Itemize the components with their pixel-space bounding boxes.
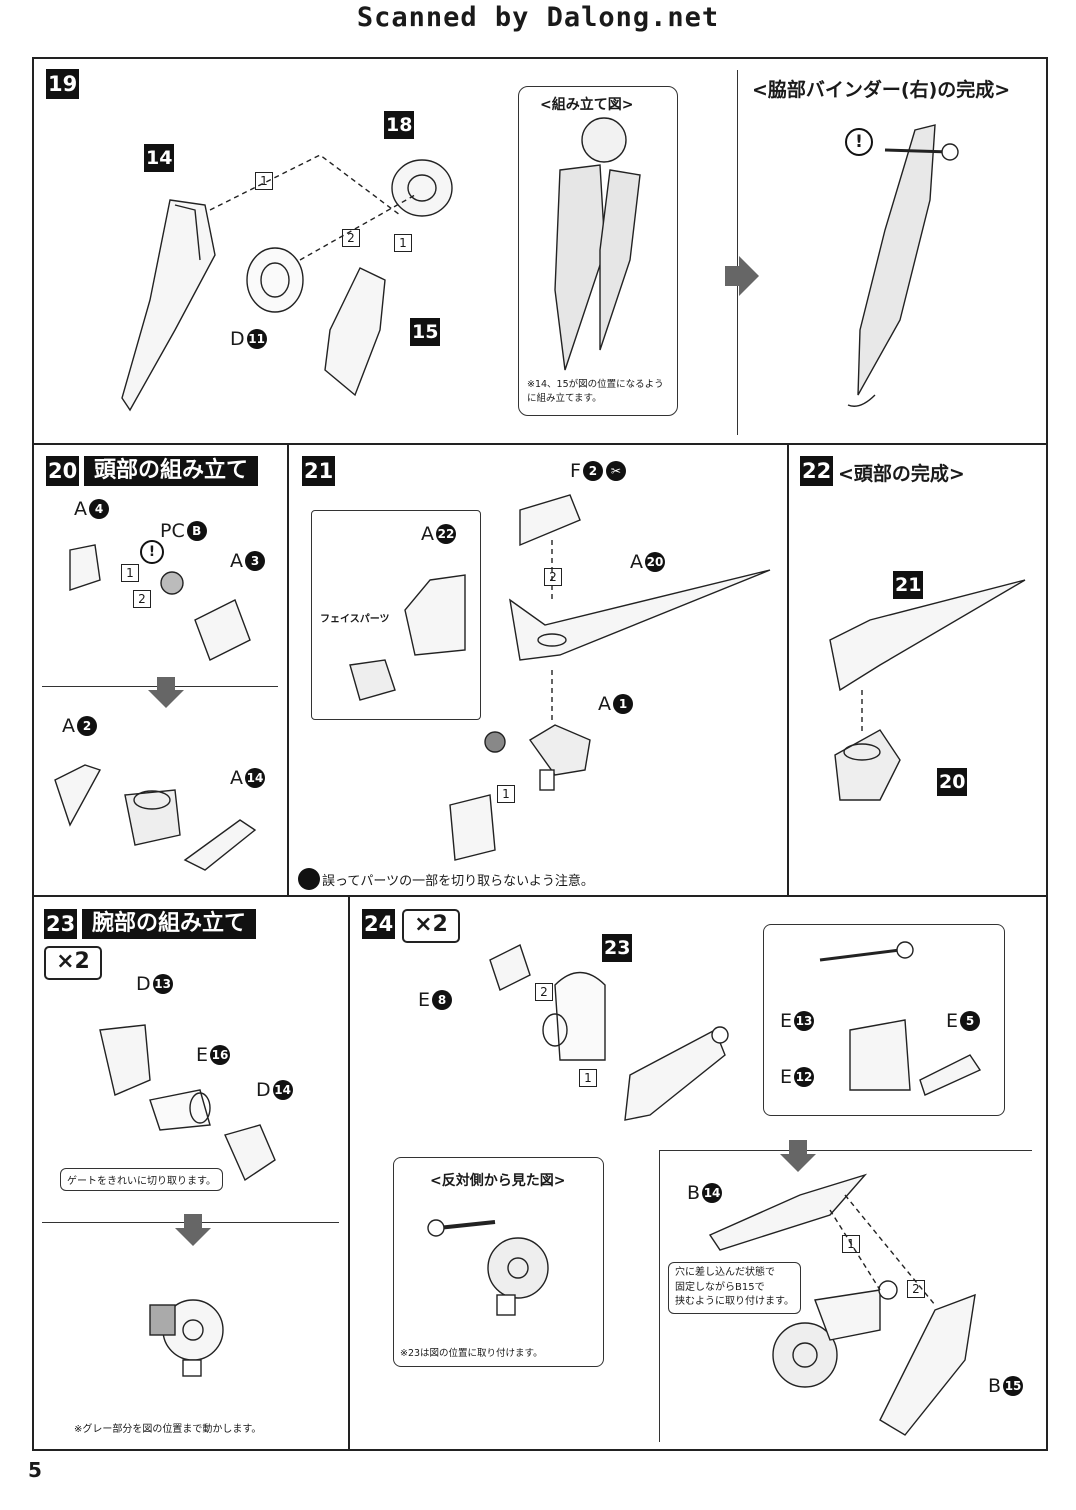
row-divider-2 <box>32 895 1048 897</box>
seq-box-24-2b: 2 <box>907 1280 925 1298</box>
step24-sub-divider <box>660 1150 1032 1151</box>
assembled-view-note: ※14、15が図の位置になるように組み立てます。 <box>527 379 664 405</box>
step24-arrow-down <box>780 1154 816 1172</box>
seq-box-20-1: 1 <box>121 564 139 582</box>
assembled-view-box <box>518 86 678 416</box>
step19-arrow-stem <box>725 266 739 286</box>
gray-part-note: ※グレー部分を図の位置まで動かします。 <box>74 1424 262 1435</box>
step-23-number: 23 <box>44 909 78 939</box>
step-19-number: 19 <box>46 69 80 99</box>
instruction-frame <box>32 57 1048 1451</box>
step21-caution-note: 誤ってパーツの一部を切り取らないよう注意。 <box>298 868 594 890</box>
step-23-multiplier: ×2 <box>44 946 102 980</box>
step24-sub-divider-v <box>659 1150 660 1442</box>
step-23-title: 腕部の組み立て <box>82 909 257 939</box>
part-23-label: 23 <box>602 934 633 962</box>
face-parts-label: フェイスパーツ <box>320 614 390 625</box>
step23-arrow-down <box>175 1228 211 1246</box>
step24-arrow-stem <box>789 1140 807 1154</box>
part-18-label: 18 <box>384 111 415 139</box>
step20-arrow-down <box>148 690 184 708</box>
col-divider-21-22 <box>787 443 789 897</box>
step19-arrow-right <box>739 256 759 296</box>
step-24-multiplier: ×2 <box>402 909 460 943</box>
seq-box-21-1: 1 <box>497 785 515 803</box>
step-22-title: <頭部の完成> <box>838 463 965 485</box>
gate-note: ゲートをきれいに切り取ります。 <box>60 1168 223 1191</box>
row-divider-1 <box>32 443 1048 445</box>
insert-note: 穴に差し込んだ状態で 固定しながらB15で 挟むように取り付けます。 <box>668 1262 801 1314</box>
opposite-view-title: <反対側から見た図> <box>430 1173 566 1189</box>
scissors-caution-icon <box>298 868 320 890</box>
step23-arrow-stem <box>184 1214 202 1228</box>
step19-result-divider <box>737 70 738 435</box>
seq-box-24-1b: 1 <box>842 1235 860 1253</box>
seq-box-1a: 1 <box>255 172 273 190</box>
step20-arrow-stem <box>157 677 175 691</box>
step-20-title: 頭部の組み立て <box>84 456 259 486</box>
seq-box-24-1a: 1 <box>579 1069 597 1087</box>
opposite-view-note: ※23は図の位置に取り付けます。 <box>400 1348 543 1359</box>
seq-box-1b: 1 <box>394 234 412 252</box>
part-21-label: 21 <box>893 571 924 599</box>
step-19-result-title: <脇部バインダー(右)の完成> <box>752 79 1011 101</box>
col-divider-20-21 <box>287 443 289 897</box>
page-number: 5 <box>28 1458 42 1482</box>
step-24-number: 24 <box>362 909 396 939</box>
part-20-label: 20 <box>937 768 968 796</box>
step-21-number: 21 <box>302 456 336 486</box>
step20-caution-icon: ! <box>140 540 164 564</box>
assembled-view-title: <組み立て図> <box>540 97 634 113</box>
step-22-number: 22 <box>800 456 834 486</box>
col-divider-23-24 <box>348 895 350 1451</box>
part-14-label: 14 <box>144 144 175 172</box>
seq-box-2: 2 <box>342 229 360 247</box>
step-20-number: 20 <box>46 456 80 486</box>
caution-icon: ! <box>845 128 873 156</box>
seq-box-20-2: 2 <box>133 590 151 608</box>
scan-credit: Scanned by Dalong.net <box>356 2 720 33</box>
seq-box-21-2: 2 <box>544 568 562 586</box>
part-15-label: 15 <box>410 318 441 346</box>
seq-box-24-2a: 2 <box>535 983 553 1001</box>
